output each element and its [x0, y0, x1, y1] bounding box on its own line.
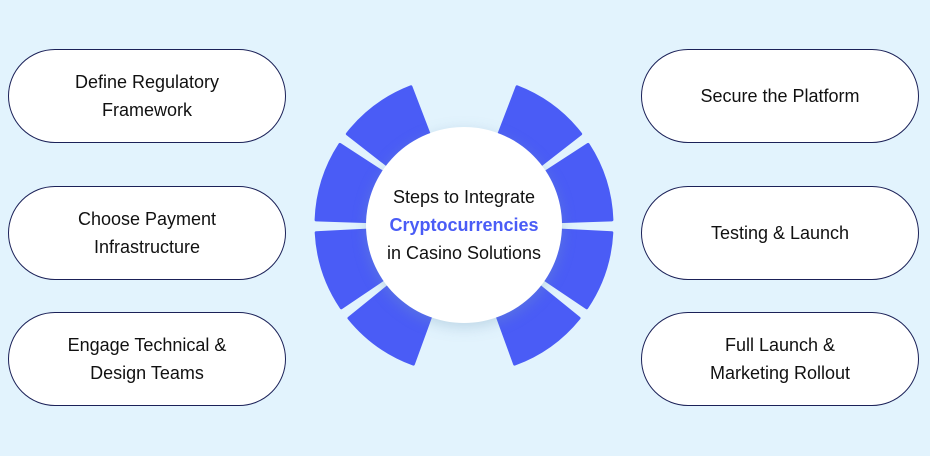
- center-title-line1: Steps to Integrate: [392, 187, 536, 207]
- step-text: Define Regulatory: [74, 72, 220, 92]
- step-text: Full Launch &: [724, 335, 836, 355]
- step-text: Design Teams: [90, 363, 204, 383]
- center-title: Steps to Integrate Cryptocurrencies in C…: [366, 127, 562, 323]
- step-engage-teams: Engage Technical & Design Teams: [8, 312, 286, 406]
- step-text: Testing & Launch: [710, 223, 850, 243]
- step-text: Choose Payment: [77, 209, 217, 229]
- center-title-highlight: Cryptocurrencies: [389, 215, 539, 235]
- step-text: Framework: [101, 100, 192, 120]
- step-text: Infrastructure: [93, 237, 201, 257]
- step-text: Marketing Rollout: [709, 363, 851, 383]
- step-text: Secure the Platform: [700, 86, 860, 106]
- step-full-launch-marketing: Full Launch & Marketing Rollout: [641, 312, 919, 406]
- step-text: Engage Technical &: [67, 335, 227, 355]
- step-testing-launch: Testing & Launch: [641, 186, 919, 280]
- center-title-line3: in Casino Solutions: [386, 243, 542, 263]
- step-secure-platform: Secure the Platform: [641, 49, 919, 143]
